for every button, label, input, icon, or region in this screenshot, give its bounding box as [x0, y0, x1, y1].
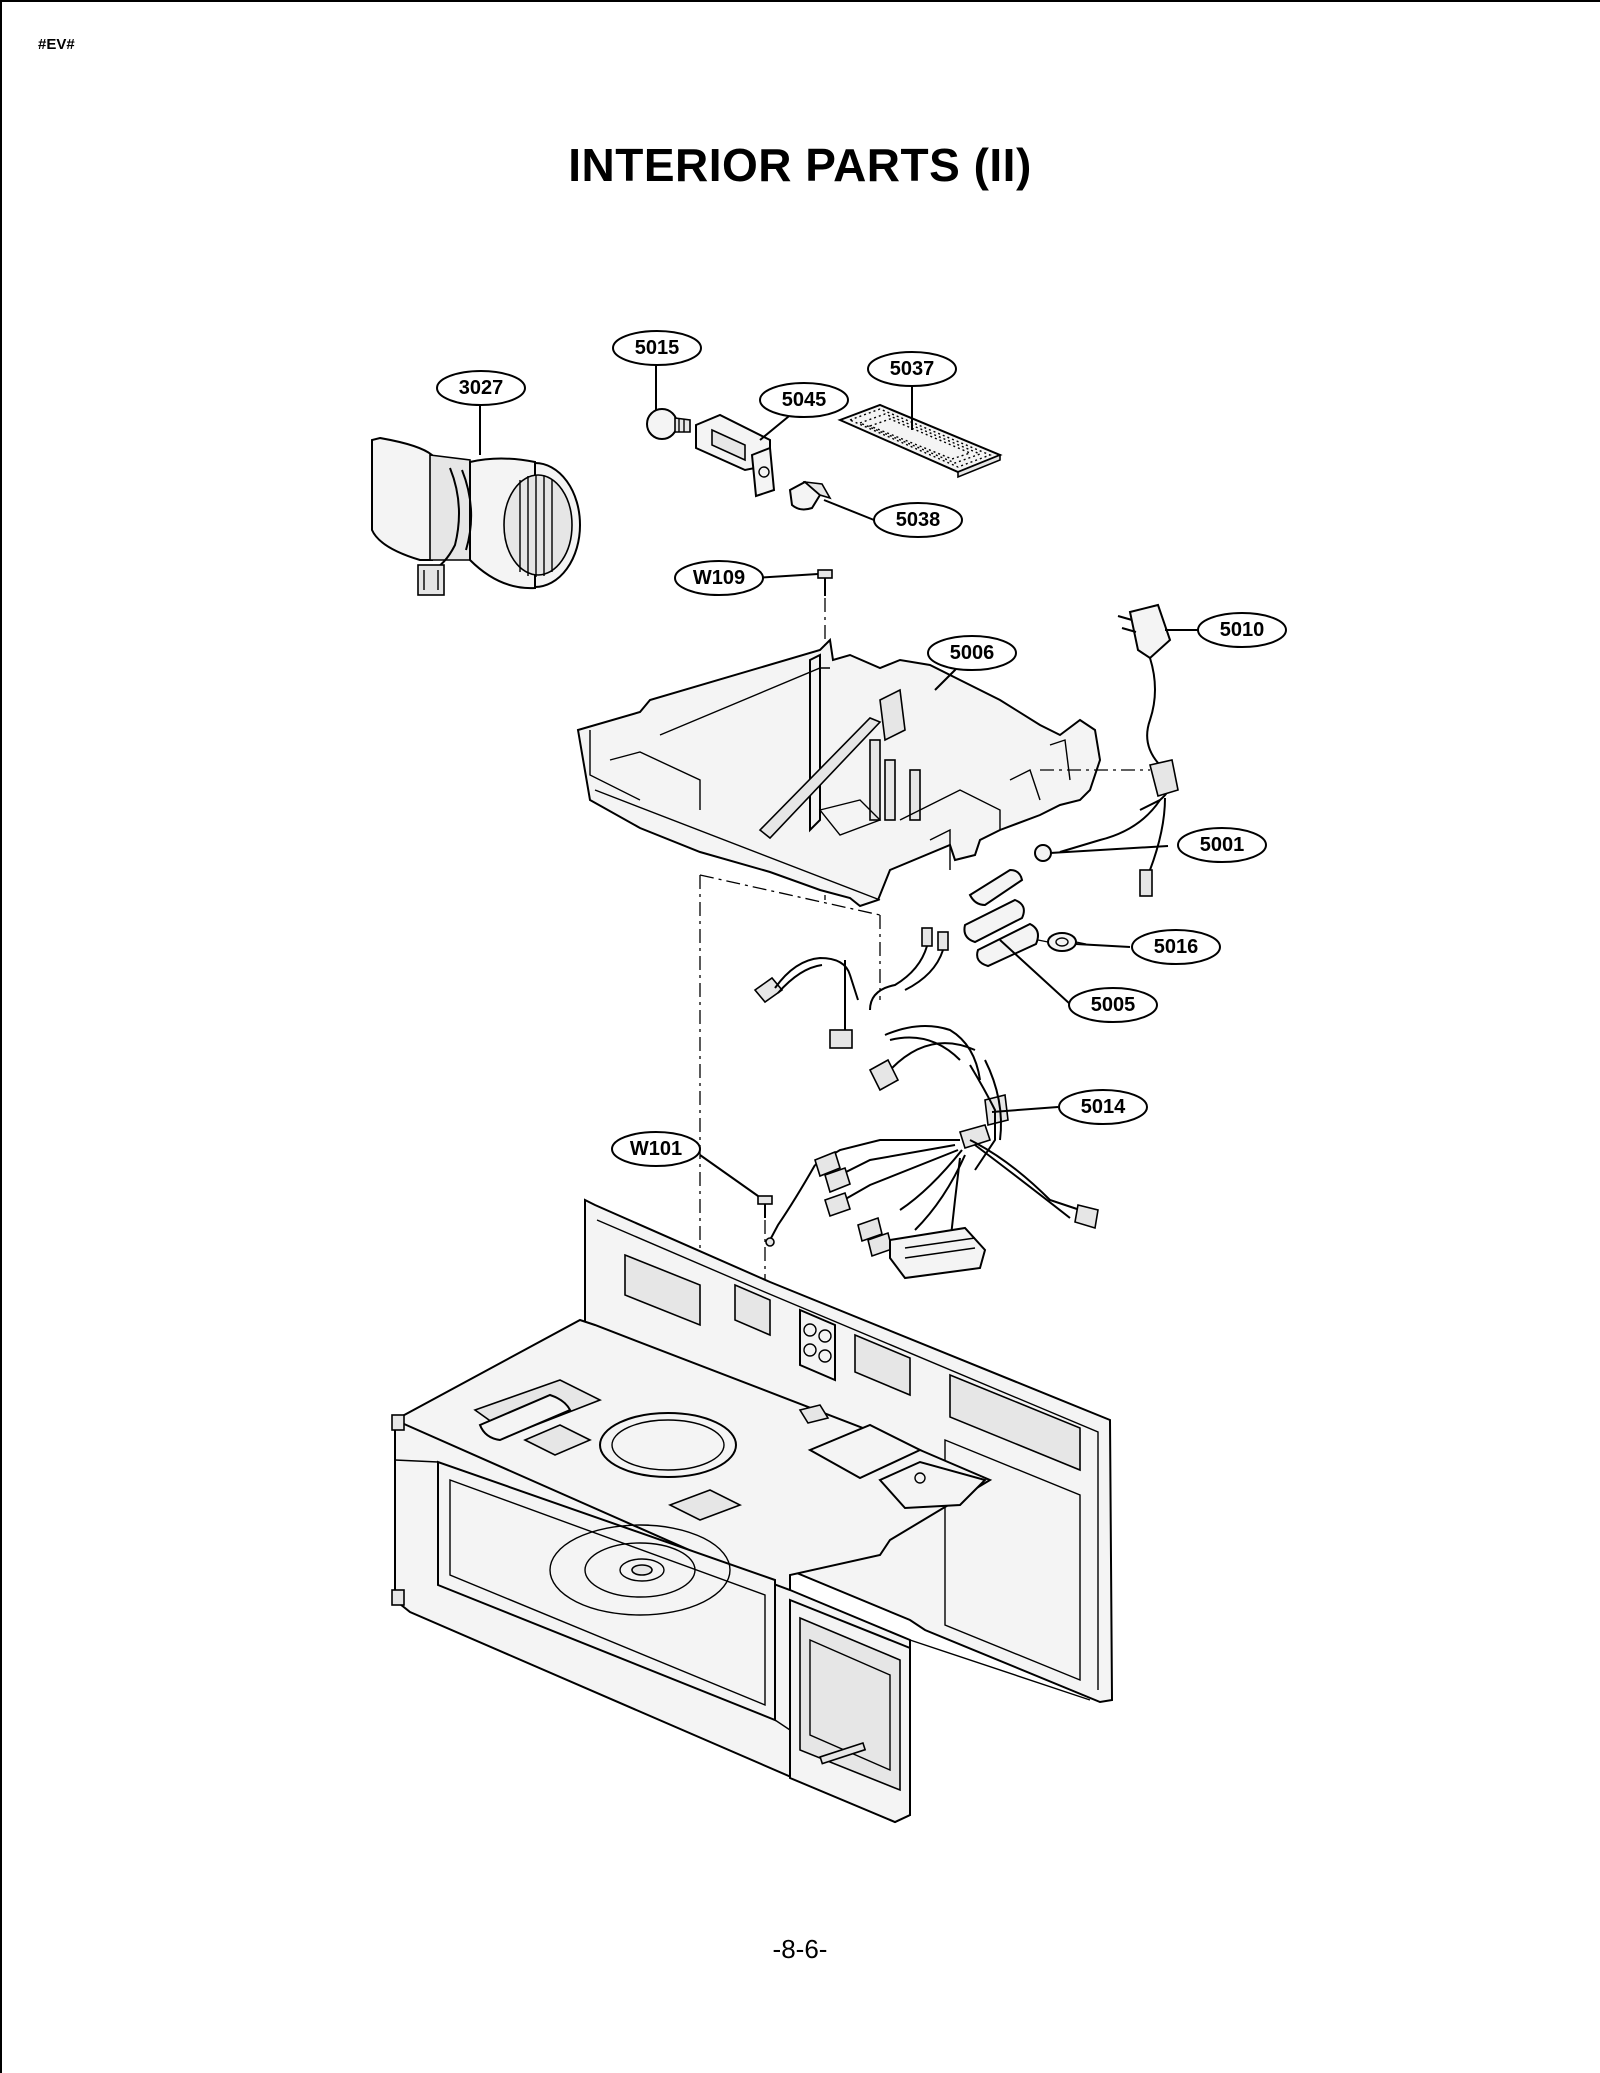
page-border-left: [0, 0, 2, 2073]
callout-3027: 3027: [436, 370, 526, 406]
callout-text-5045: 5045: [782, 389, 827, 411]
callout-5016: 5016: [1131, 929, 1221, 965]
callout-5038: 5038: [873, 502, 963, 538]
part-blower-fan: [371, 436, 581, 596]
callout-5006: 5006: [927, 635, 1017, 671]
part-base-plate: [576, 637, 1102, 908]
part-connector-5038: [788, 480, 832, 511]
page-border-top: [0, 0, 1600, 2]
callout-w101: W101: [611, 1131, 701, 1167]
part-thermostat-5016: [1037, 932, 1087, 952]
part-fuse-5001: [968, 844, 1052, 907]
callout-text-5001: 5001: [1200, 834, 1245, 856]
part-fuse-holder-5005: [963, 898, 1039, 968]
part-wire-harness: [753, 927, 1099, 1280]
callout-text-5005: 5005: [1091, 994, 1136, 1016]
part-screw-w101: [757, 1195, 773, 1218]
callout-5045: 5045: [759, 382, 849, 418]
callout-w109: W109: [674, 560, 764, 596]
callout-5005: 5005: [1068, 987, 1158, 1023]
callout-5010: 5010: [1197, 612, 1287, 648]
callout-text-5015: 5015: [635, 337, 680, 359]
callout-text-3027: 3027: [459, 377, 504, 399]
leader-lines: [479, 360, 1198, 1197]
callout-text-5037: 5037: [890, 358, 935, 380]
document-code: #EV#: [38, 36, 75, 53]
part-main-cavity: [391, 1198, 1114, 1824]
callout-text-5038: 5038: [896, 509, 941, 531]
part-lamp-socket: [695, 413, 776, 498]
part-power-cord: [1059, 603, 1179, 897]
callout-5014: 5014: [1058, 1089, 1148, 1125]
callout-text-5010: 5010: [1220, 619, 1265, 641]
page-title: INTERIOR PARTS (II): [568, 139, 1032, 191]
page-number: -8-6-: [772, 1934, 828, 1964]
callout-5015: 5015: [612, 330, 702, 366]
part-screw-w109: [817, 569, 833, 596]
part-lamp: [646, 408, 691, 440]
callout-text-5014: 5014: [1081, 1096, 1126, 1118]
callout-5037: 5037: [867, 351, 957, 387]
part-filter: [837, 403, 1003, 479]
callout-5001: 5001: [1177, 827, 1267, 863]
callout-text-w109: W109: [693, 567, 745, 589]
callout-text-5006: 5006: [950, 642, 995, 664]
callout-text-5016: 5016: [1154, 936, 1199, 958]
callout-text-w101: W101: [630, 1138, 682, 1160]
